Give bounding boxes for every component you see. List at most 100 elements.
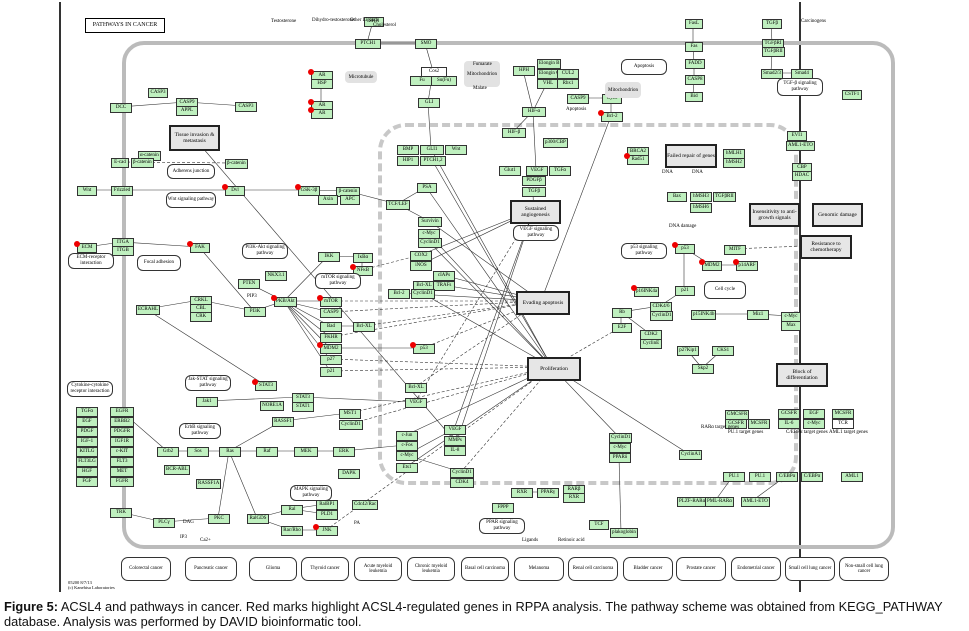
pathway-link-adherens[interactable]: Adherens junction — [167, 164, 215, 179]
gene-node-cks1[interactable]: CKS1 — [712, 346, 734, 356]
gene-node-pdgf[interactable]: PDGF — [76, 427, 98, 437]
gene-node-ecad[interactable]: E-cad — [111, 158, 129, 168]
gene-node-gcsfr1[interactable]: GCSFR — [725, 419, 747, 429]
gene-node-vegf3[interactable]: VEGF — [444, 425, 466, 435]
gene-node-casp9a[interactable]: CASP9 — [567, 94, 589, 104]
gene-node-itgb[interactable]: ITGB — [112, 246, 134, 256]
cancer-pathway-link[interactable]: Renal cell carcinoma — [568, 557, 618, 581]
gene-node-bad[interactable]: Bad — [320, 322, 342, 332]
gene-node-cjun[interactable]: c-Jun — [396, 431, 418, 441]
gene-node-smad23[interactable]: Smad2/3 — [761, 69, 783, 79]
gene-node-ckit[interactable]: c-KIT — [110, 447, 134, 457]
gene-node-stat3a[interactable]: STAT3 — [255, 381, 277, 391]
gene-node-tcflef[interactable]: TCF/LEF — [386, 200, 410, 210]
gene-node-wnt[interactable]: Wnt — [77, 186, 97, 196]
gene-node-vegf1[interactable]: VEGF — [526, 166, 548, 176]
pathway-link-wntpw[interactable]: Wnt signaling pathway — [166, 192, 216, 208]
gene-node-rxr2[interactable]: RXR — [563, 493, 585, 503]
pathway-link-pparpw[interactable]: PPAR signaling pathway — [479, 518, 525, 534]
gene-node-bclxl2[interactable]: Bcl-XL — [353, 322, 375, 332]
cancer-pathway-link[interactable]: Melanoma — [514, 557, 564, 581]
gene-node-pu1b[interactable]: PU.1 — [749, 472, 771, 482]
gene-node-plzfrara[interactable]: PLZF-RARα — [677, 497, 708, 507]
gene-node-bcl2a[interactable]: Bcl-2 — [601, 112, 623, 122]
gene-node-fas[interactable]: Fas — [685, 42, 703, 52]
gene-node-igf1r[interactable]: IGF1R — [110, 437, 134, 447]
gene-node-gcsfr2[interactable]: GCSFR — [778, 409, 800, 419]
gene-node-egfr[interactable]: EGFR — [110, 407, 134, 417]
gene-node-evi1[interactable]: EVI1 — [787, 131, 807, 141]
gene-node-survivin[interactable]: Survivin — [418, 217, 442, 227]
gene-node-p53b[interactable]: p53 — [675, 244, 695, 254]
gene-node-pparg1[interactable]: PPARγ — [537, 488, 559, 498]
outcome-prolif[interactable]: Proliferation — [527, 357, 581, 381]
gene-node-fasl[interactable]: FasL — [685, 19, 703, 29]
cancer-pathway-link[interactable]: Colorectal cancer — [121, 557, 171, 581]
gene-node-dvl[interactable]: Dvl — [225, 186, 245, 196]
gene-node-tgfb2[interactable]: TGFβ — [762, 19, 782, 29]
gene-node-cdc42rac[interactable]: Cdc42/Rac — [352, 500, 379, 510]
gene-node-bcrabl[interactable]: BCR-ABL — [164, 465, 190, 475]
gene-node-erk[interactable]: ERK — [333, 447, 355, 457]
gene-node-axin[interactable]: Axin — [318, 195, 338, 205]
gene-node-mdm2a[interactable]: MDM2 — [320, 344, 342, 354]
gene-node-kitlg[interactable]: KITLG — [76, 447, 98, 457]
gene-node-aml1eto2[interactable]: AML1-ETO — [741, 497, 770, 507]
gene-node-egf2[interactable]: EGF — [803, 409, 825, 419]
gene-node-pkbakt[interactable]: PKB/Akt — [274, 297, 297, 307]
gene-node-p21b[interactable]: p21 — [675, 286, 695, 296]
gene-node-nore1a[interactable]: NORE1A — [260, 401, 284, 411]
gene-node-fgf[interactable]: FGF — [76, 477, 98, 487]
gene-node-tgfbr2b[interactable]: TGFβRII — [713, 192, 736, 202]
gene-node-dapk[interactable]: DAPK — [338, 469, 360, 479]
gene-node-cyclina1[interactable]: CyclinA1 — [679, 450, 703, 460]
gene-node-hdac[interactable]: HDAC — [792, 171, 812, 181]
pathway-link-mtorpw[interactable]: mTOR signaling pathway — [315, 273, 361, 289]
gene-node-bclxl3[interactable]: Bcl-XL — [405, 383, 427, 393]
gene-node-jnk[interactable]: JNK — [316, 526, 338, 536]
gene-node-rb[interactable]: Rb — [612, 308, 632, 318]
gene-node-fak[interactable]: FAK — [190, 243, 210, 253]
cancer-pathway-link[interactable]: Chronic myeloid leukemia — [407, 557, 455, 581]
gene-node-sufu[interactable]: Su(Fu) — [431, 76, 457, 86]
gene-node-ikba[interactable]: IκBα — [353, 253, 373, 263]
gene-node-plakoglobin[interactable]: plakoglobin — [610, 528, 638, 538]
gene-node-stat1[interactable]: STAT1 — [292, 402, 314, 412]
gene-node-met[interactable]: MET — [110, 467, 134, 477]
gene-node-ptch1b[interactable]: PTCH1,2 — [420, 156, 446, 166]
gene-node-bid[interactable]: Bid — [685, 92, 703, 102]
pathway-link-mapkpw[interactable]: MAPK signaling pathway — [290, 485, 332, 501]
gene-node-aml1[interactable]: AML1 — [841, 472, 863, 482]
gene-node-ralbp1[interactable]: RalBP1 — [316, 500, 338, 510]
pathway-link-cytokine[interactable]: Cytokine-cytokine receptor interaction — [67, 381, 113, 397]
gene-node-p300[interactable]: p300/CBP — [543, 138, 568, 148]
cancer-pathway-link[interactable]: Pancreatic cancer — [185, 557, 237, 581]
gene-node-cebpa2[interactable]: C/EBPα — [801, 472, 823, 482]
gene-node-pmlrara[interactable]: PML-RARα — [705, 497, 734, 507]
gene-node-e2f[interactable]: E2F — [612, 323, 632, 333]
gene-node-vegf2[interactable]: VEGF — [405, 398, 427, 408]
gene-node-casp3b[interactable]: CASP3 — [235, 102, 257, 112]
outcome-repair[interactable]: Failed repair of genes — [665, 144, 717, 168]
gene-node-smo[interactable]: SMO — [415, 39, 437, 49]
gene-node-rxr[interactable]: RXR — [511, 488, 533, 498]
gene-node-casp8[interactable]: CASP8 — [685, 75, 705, 85]
gene-node-cmyc5[interactable]: c-Myc — [803, 419, 825, 429]
cancer-pathway-link[interactable]: Basal cell carcinoma — [461, 557, 509, 581]
outcome-tissue[interactable]: Tissue invasion & metastasis — [169, 125, 220, 151]
gene-node-gli[interactable]: GLI — [418, 98, 440, 108]
gene-node-fkhr[interactable]: FKHR — [320, 333, 342, 343]
gene-node-p21a[interactable]: p21 — [320, 367, 342, 377]
gene-node-fadd[interactable]: FADD — [685, 59, 705, 69]
gene-node-cox2[interactable]: COX2 — [410, 251, 432, 261]
gene-node-egf[interactable]: EGF — [76, 417, 98, 427]
pathway-link-jakpw[interactable]: Jak-STAT signaling pathway — [185, 375, 231, 391]
gene-node-pdgfr[interactable]: PDGFR — [110, 427, 134, 437]
gene-node-pten[interactable]: PTEN — [238, 279, 260, 289]
gene-node-cyclind1f[interactable]: CyclinD1 — [609, 433, 633, 443]
gene-node-il8[interactable]: IL-8 — [444, 446, 466, 456]
gene-node-tgfbr2[interactable]: TGFβRII — [762, 47, 785, 57]
cancer-pathway-link[interactable]: Acute myeloid leukemia — [354, 557, 402, 581]
gene-node-traf[interactable]: TRAFs — [433, 281, 455, 291]
gene-node-pkc[interactable]: PKC — [208, 514, 230, 524]
